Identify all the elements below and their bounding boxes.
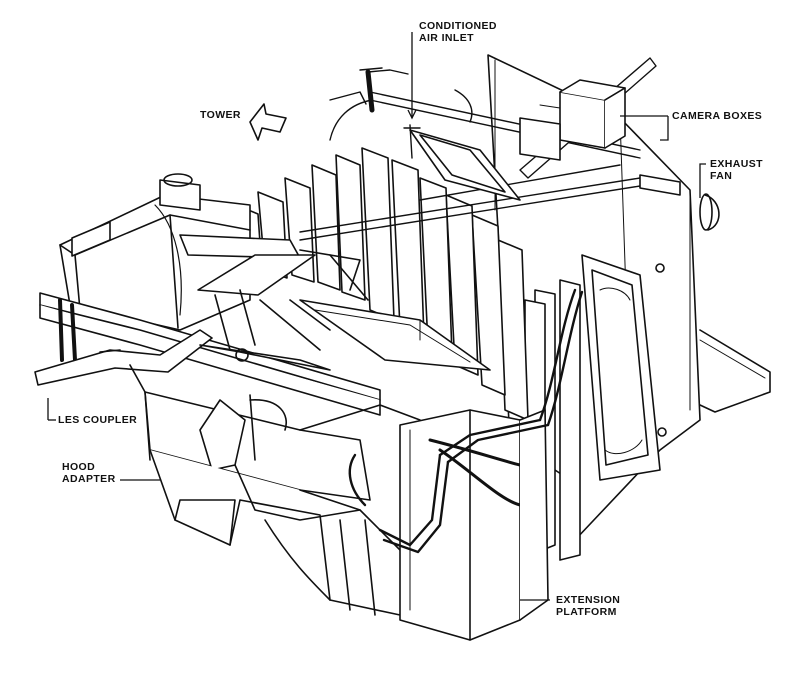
label-exhaust-fan: EXHAUST FAN	[710, 158, 763, 182]
label-camera-boxes: CAMERA BOXES	[672, 110, 763, 122]
left-box	[59, 173, 251, 331]
label-les-coupler: LES COUPLER	[58, 414, 138, 426]
front-box	[129, 364, 421, 501]
cable-bundles	[348, 288, 584, 554]
label-extension-platform: EXTENSION PLATFORM	[556, 594, 621, 618]
extension-platform	[399, 409, 549, 641]
label-conditioned-air-inlet: CONDITIONED AIR INLET	[419, 20, 497, 44]
label-hood-adapter: HOOD ADAPTER	[62, 461, 116, 485]
leader-lines	[47, 32, 706, 601]
center-tray	[299, 299, 491, 371]
floor-plate	[699, 329, 771, 413]
label-tower: TOWER	[200, 109, 241, 121]
central-frame	[179, 234, 369, 371]
hood-adapter	[149, 449, 411, 616]
camera-boxes	[519, 79, 681, 196]
door-frame	[581, 254, 667, 481]
exhaust-fan	[699, 193, 720, 231]
les-coupler-arm	[34, 329, 213, 386]
tower-arrow-icon	[249, 103, 287, 141]
